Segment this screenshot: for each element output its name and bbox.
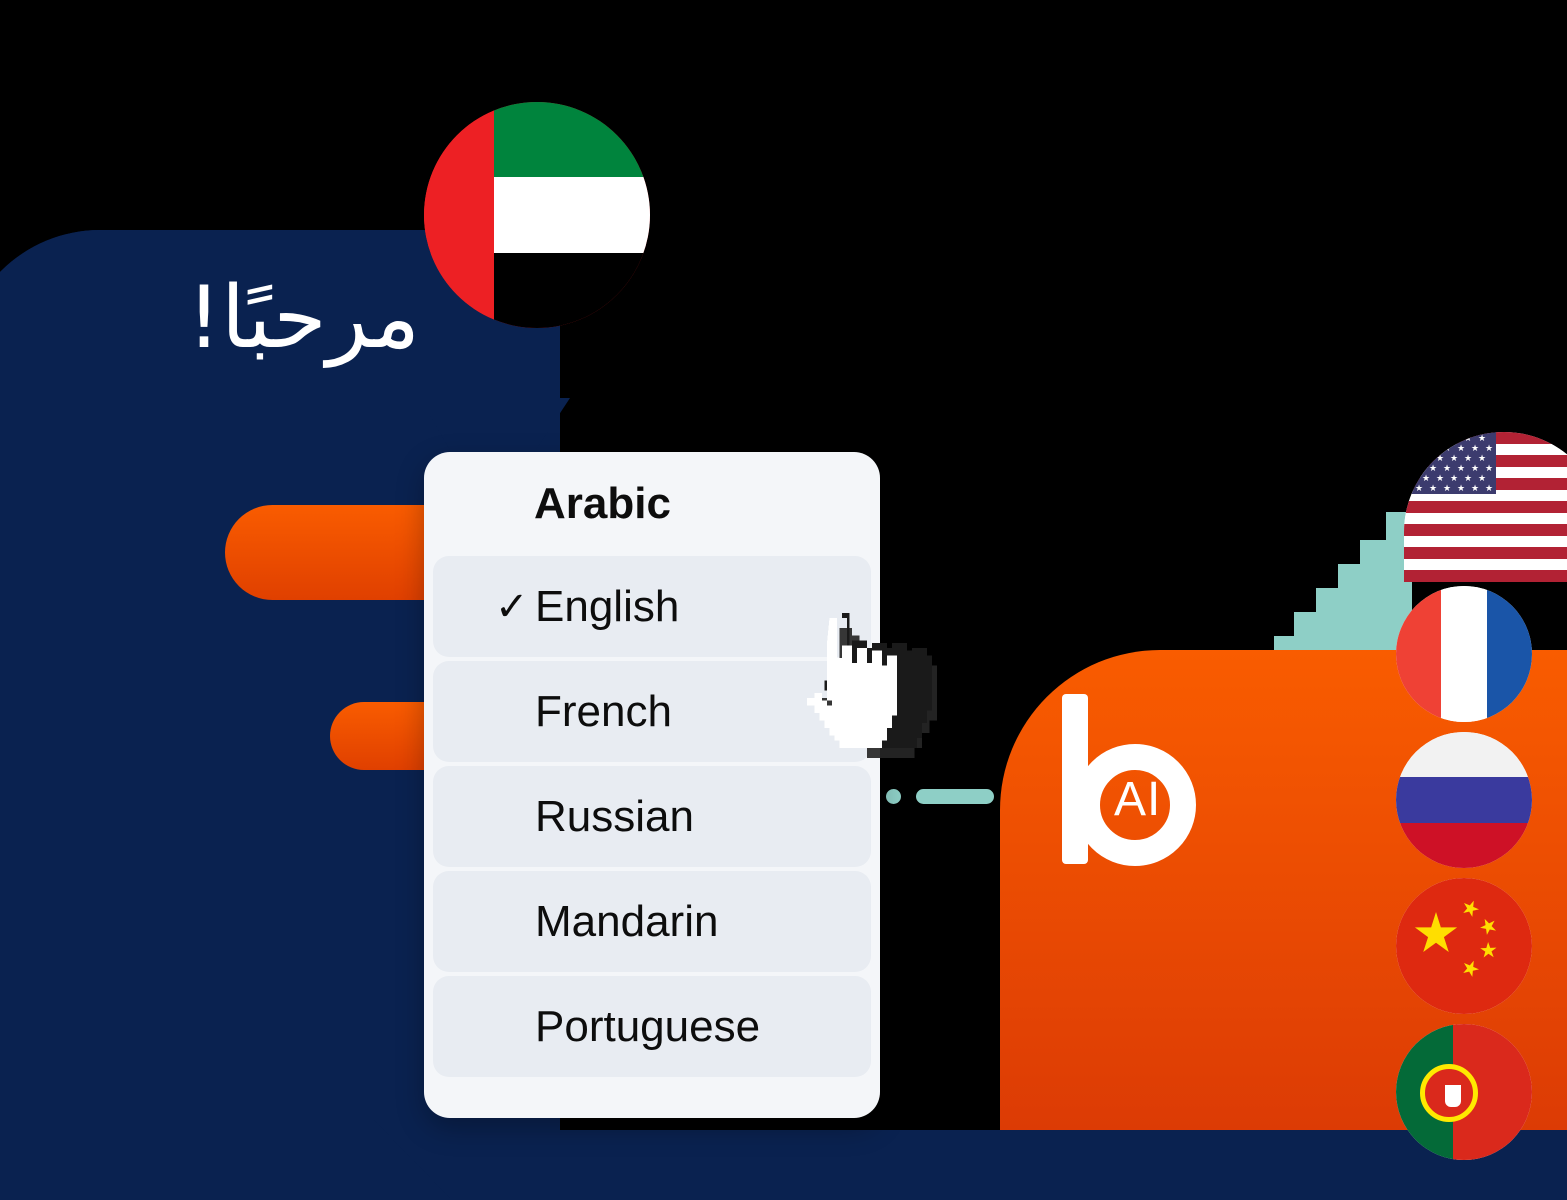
usa-flag-stripe — [1404, 558, 1567, 570]
usa-flag-star: ★ — [1485, 464, 1494, 474]
dropdown-item-label: Portuguese — [535, 1001, 761, 1051]
usa-flag-star: ★ — [1450, 474, 1459, 484]
portugal-flag-icon — [1396, 1024, 1532, 1160]
usa-flag-star: ★ — [1408, 474, 1417, 484]
usa-flag-star: ★ — [1436, 474, 1445, 484]
usa-flag-star: ★ — [1443, 444, 1452, 454]
dropdown-item-english[interactable]: ✓English — [433, 556, 871, 657]
usa-flag-icon: ★★★★★★★★★★★★★★★★★★★★★★★★★★★★★★★★★★★★ — [1404, 432, 1567, 582]
logo-ai-label: AI — [1114, 773, 1162, 826]
usa-flag-stripe — [1404, 570, 1567, 582]
uae-flag-icon — [424, 102, 650, 328]
check-icon: ✓ — [495, 583, 529, 630]
france-flag-icon — [1396, 586, 1532, 722]
usa-flag-star: ★ — [1464, 434, 1473, 444]
usa-flag-star: ★ — [1443, 484, 1452, 494]
usa-flag-star: ★ — [1415, 444, 1424, 454]
usa-flag-stripe — [1404, 524, 1567, 536]
usa-flag-star: ★ — [1422, 474, 1431, 484]
usa-flag-star: ★ — [1471, 464, 1480, 474]
usa-flag-star: ★ — [1457, 444, 1466, 454]
usa-flag-star: ★ — [1429, 484, 1438, 494]
usa-flag-star: ★ — [1436, 434, 1445, 444]
dropdown-item-label: Russian — [535, 791, 694, 841]
usa-flag-star: ★ — [1471, 444, 1480, 454]
brand-logo: AI — [1062, 694, 1252, 866]
usa-flag-star: ★ — [1464, 474, 1473, 484]
dropdown-item-portuguese[interactable]: Portuguese — [433, 976, 871, 1077]
usa-flag-star: ★ — [1408, 434, 1417, 444]
decor-pill — [916, 789, 994, 804]
usa-flag-star: ★ — [1422, 434, 1431, 444]
dropdown-item-russian[interactable]: Russian — [433, 766, 871, 867]
usa-flag-star: ★ — [1450, 454, 1459, 464]
usa-flag-star: ★ — [1415, 484, 1424, 494]
greeting-text: مرحبًا! — [186, 268, 420, 368]
dropdown-header-label: Arabic — [534, 479, 671, 528]
pointing-hand-cursor-icon — [792, 608, 952, 778]
placeholder-bar-1 — [225, 505, 455, 600]
usa-flag-star: ★ — [1471, 484, 1480, 494]
usa-flag-star: ★ — [1422, 454, 1431, 464]
dropdown-item-label: French — [535, 686, 672, 736]
usa-flag-star: ★ — [1485, 444, 1494, 454]
usa-flag-star: ★ — [1457, 484, 1466, 494]
dropdown-item-french[interactable]: French — [433, 661, 871, 762]
usa-flag-star: ★ — [1443, 464, 1452, 474]
map-pixel-block — [1294, 612, 1412, 638]
usa-flag-star: ★ — [1450, 434, 1459, 444]
dropdown-item-label: English — [535, 581, 680, 631]
usa-flag-star: ★ — [1429, 464, 1438, 474]
usa-flag-star: ★ — [1429, 444, 1438, 454]
usa-flag-canton: ★★★★★★★★★★★★★★★★★★★★★★★★★★★★★★★★★★★★ — [1404, 432, 1496, 494]
usa-flag-stripe — [1404, 535, 1567, 547]
usa-flag-star: ★ — [1415, 464, 1424, 474]
map-pixel-block — [1338, 564, 1412, 590]
usa-flag-stripe — [1404, 512, 1567, 524]
decor-dot — [886, 789, 901, 804]
usa-flag-star: ★ — [1478, 434, 1487, 444]
usa-flag-star: ★ — [1408, 454, 1417, 464]
china-flag-icon — [1396, 878, 1532, 1014]
usa-flag-star: ★ — [1464, 454, 1473, 464]
usa-flag-star: ★ — [1485, 484, 1494, 494]
russia-flag-icon — [1396, 732, 1532, 868]
usa-flag-star: ★ — [1478, 454, 1487, 464]
usa-flag-stripe — [1404, 489, 1567, 501]
navy-footer-band — [380, 1130, 1567, 1200]
usa-flag-star: ★ — [1478, 474, 1487, 484]
map-pixel-block — [1360, 540, 1412, 566]
usa-flag-stripe — [1404, 501, 1567, 513]
dropdown-item-label: Mandarin — [535, 896, 719, 946]
usa-flag-star: ★ — [1457, 464, 1466, 474]
dropdown-item-mandarin[interactable]: Mandarin — [433, 871, 871, 972]
usa-flag-star: ★ — [1436, 454, 1445, 464]
usa-flag-stripe — [1404, 547, 1567, 559]
